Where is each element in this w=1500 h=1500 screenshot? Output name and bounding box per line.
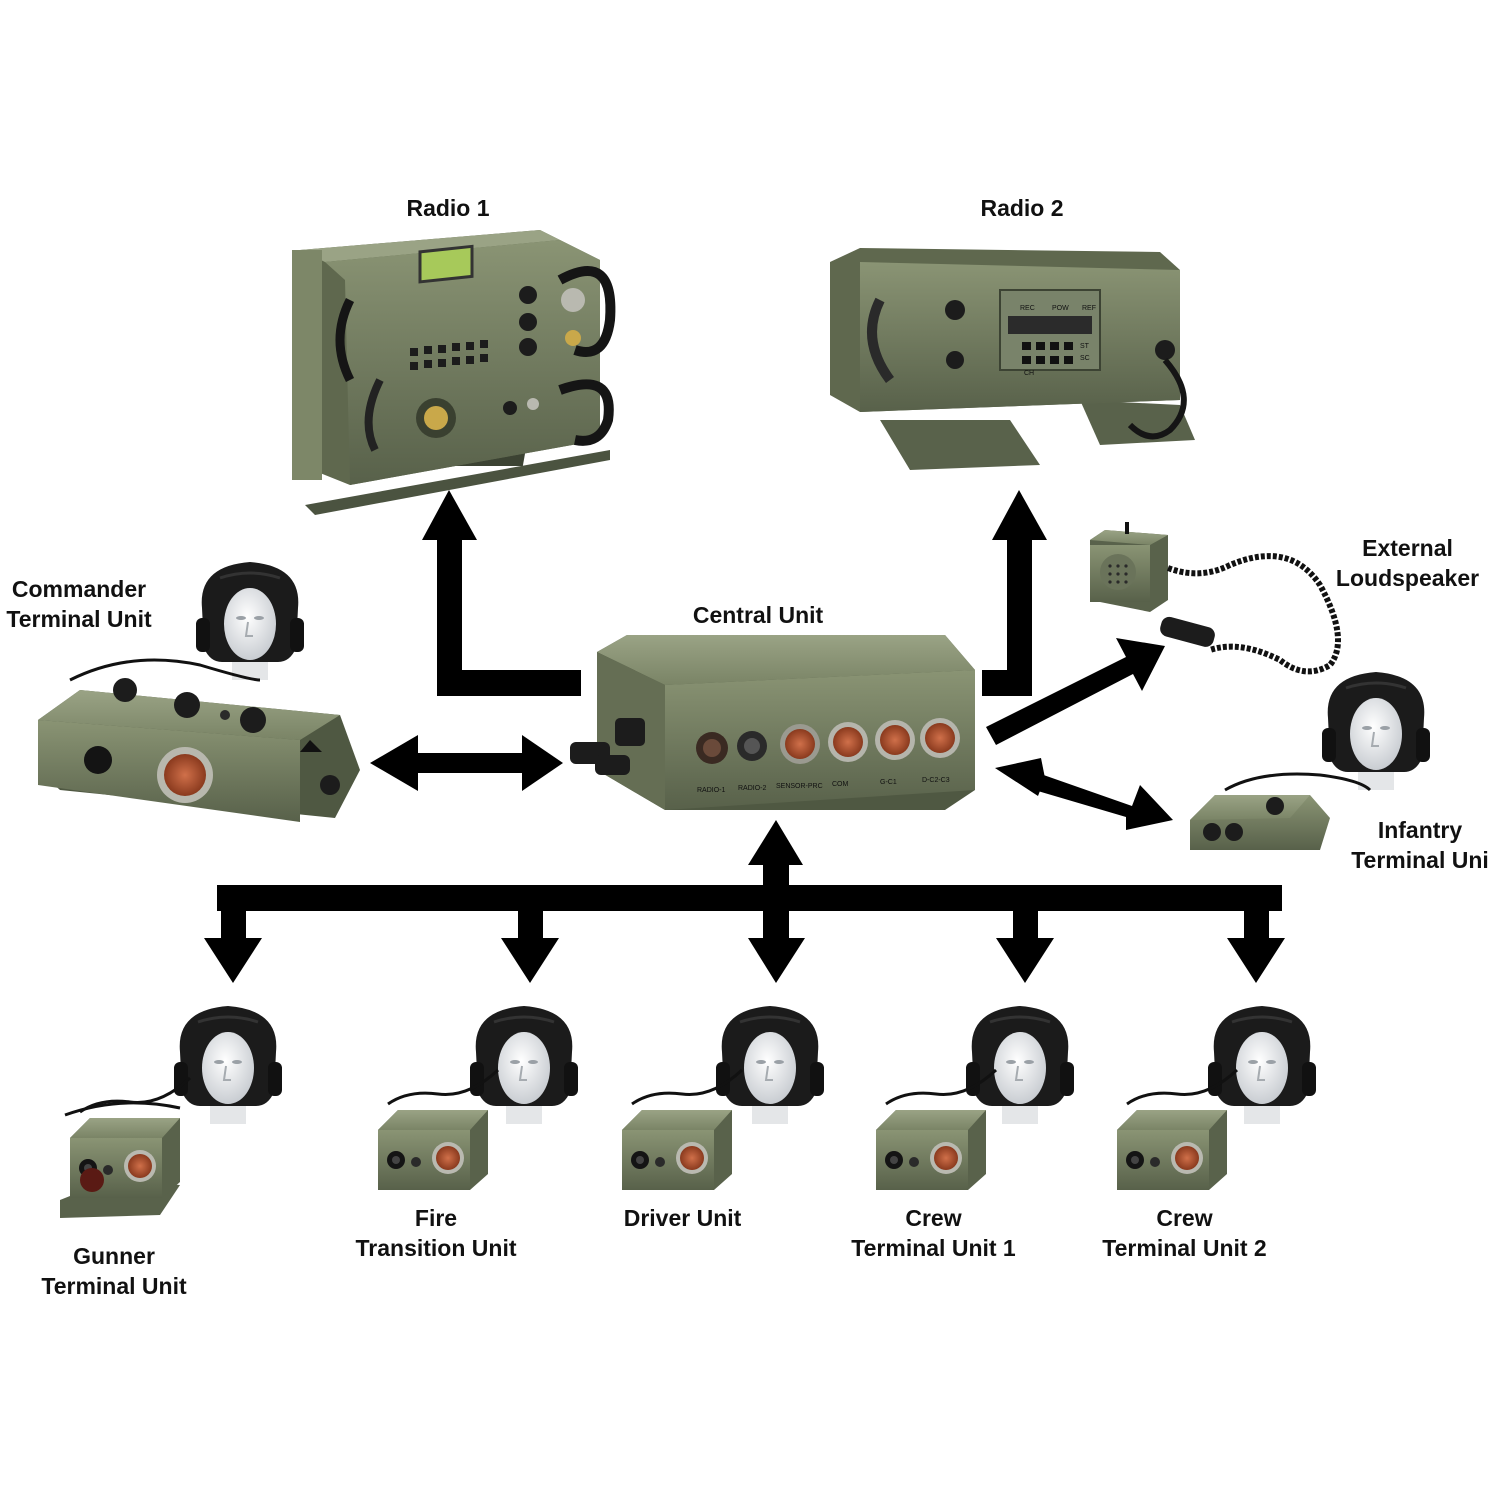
radio2-ref-text: REF <box>1082 305 1096 312</box>
driver-headset <box>714 1004 826 1126</box>
crew2-label-line2: Terminal Unit 2 <box>1102 1235 1267 1261</box>
port-radio1-text: RADIO-1 <box>697 787 726 794</box>
fire-transition-headset <box>468 1004 580 1126</box>
arrow-central-loudspeaker <box>986 638 1165 745</box>
commander-label: Commander Terminal Unit <box>0 574 158 634</box>
port-radio2-text: RADIO-2 <box>738 785 767 792</box>
loudspeaker-label-line2: Loudspeaker <box>1335 565 1480 591</box>
port-com-text: COM <box>832 781 849 788</box>
gunner-label-line2: Terminal Unit <box>41 1273 187 1299</box>
fire-transition-label: Fire Transition Unit <box>336 1203 536 1263</box>
driver-label: Driver Unit <box>623 1205 742 1231</box>
infantry-label-line2: Terminal Uni <box>1351 847 1489 873</box>
crew1-headset <box>964 1004 1076 1126</box>
arrow-commander-central <box>370 735 563 791</box>
infantry-label-line1: Infantry <box>1377 817 1463 843</box>
radio2-st-text: ST <box>1080 343 1090 350</box>
crew2-headset <box>1206 1004 1318 1126</box>
gunner-label: Gunner Terminal Unit <box>24 1241 204 1301</box>
crew2-label: Crew Terminal Unit 2 <box>1087 1203 1282 1263</box>
port-dc2c3-text: D-C2-C3 <box>922 777 950 784</box>
infantry-headset <box>1320 670 1432 792</box>
fire-transition-label-line1: Fire <box>414 1205 458 1231</box>
radio1-device <box>292 230 616 515</box>
crew2-label-line1: Crew <box>1156 1205 1213 1231</box>
commander-label-line1: Commander <box>11 576 147 602</box>
gunner-label-line1: Gunner <box>73 1243 155 1269</box>
arrow-bus <box>204 820 1285 983</box>
gunner-terminal-device <box>60 1076 192 1218</box>
port-gc1-text: G-C1 <box>880 779 897 786</box>
radio2-device: REC POW REF ST SC CH <box>830 248 1195 470</box>
crew1-label: Crew Terminal Unit 1 <box>836 1203 1031 1263</box>
commander-terminal-device <box>38 658 360 822</box>
radio2-pow-text: POW <box>1052 305 1069 312</box>
loudspeaker-label-line1: External <box>1362 535 1453 561</box>
gunner-headset <box>172 1004 284 1126</box>
infantry-terminal-device <box>1190 772 1372 850</box>
loudspeaker-device <box>1090 522 1341 675</box>
radio2-sc-text: SC <box>1080 355 1090 362</box>
crew1-label-line2: Terminal Unit 1 <box>851 1235 1016 1261</box>
loudspeaker-label: External Loudspeaker <box>1325 533 1490 593</box>
central-unit-label: Central Unit <box>692 602 824 628</box>
infantry-label: Infantry Terminal Uni <box>1340 815 1500 875</box>
radio1-label: Radio 1 <box>406 195 490 221</box>
arrow-central-infantry <box>995 758 1173 830</box>
radio2-label: Radio 2 <box>980 195 1064 221</box>
central-unit-device: RADIO-1 RADIO-2 SENSOR-PRC COM G-C1 D-C2… <box>570 635 975 810</box>
radio2-rec-text: REC <box>1020 305 1035 312</box>
commander-headset <box>194 560 306 682</box>
crew1-label-line1: Crew <box>905 1205 962 1231</box>
radio2-ch-text: CH <box>1024 370 1034 377</box>
commander-label-line2: Terminal Unit <box>6 606 152 632</box>
fire-transition-label-line2: Transition Unit <box>355 1235 517 1261</box>
port-sensor-text: SENSOR-PRC <box>776 783 823 790</box>
arrow-radio2 <box>982 490 1047 696</box>
arrow-radio1 <box>422 490 581 696</box>
